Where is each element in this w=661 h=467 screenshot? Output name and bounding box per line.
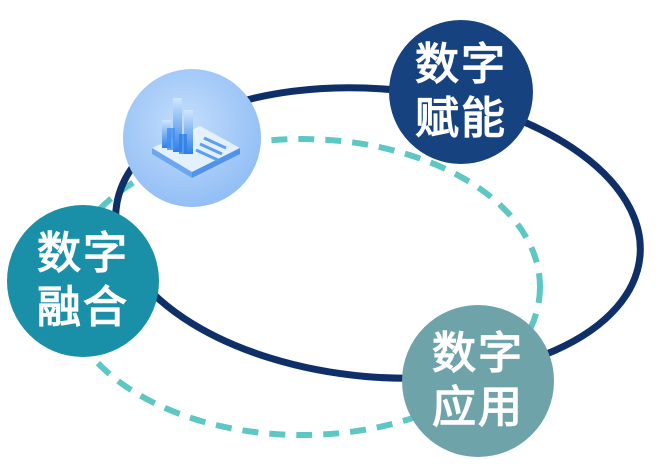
node-digital-fusion: 数字 融合 bbox=[7, 205, 159, 357]
node-label-line1: 数字 bbox=[415, 39, 507, 90]
node-label-line1: 数字 bbox=[432, 328, 524, 379]
node-label-line1: 数字 bbox=[37, 228, 129, 279]
node-label-line2: 融合 bbox=[37, 282, 129, 333]
node-digital-application: 数字 应用 bbox=[402, 305, 554, 457]
data-dashboard-icon bbox=[122, 68, 262, 208]
node-digital-empowerment: 数字 赋能 bbox=[389, 20, 533, 164]
dashed-ring bbox=[61, 136, 543, 438]
node-label-line2: 应用 bbox=[432, 382, 524, 433]
node-label-line2: 赋能 bbox=[415, 93, 507, 144]
